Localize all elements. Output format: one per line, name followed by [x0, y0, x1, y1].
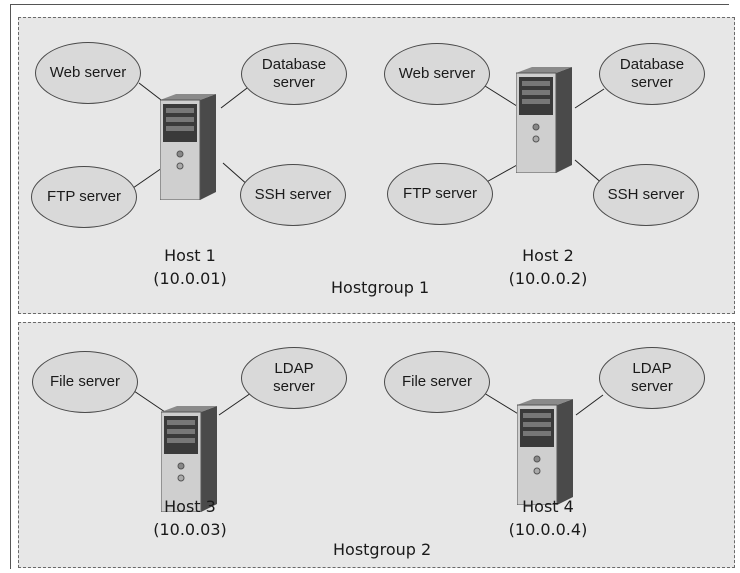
host4-ldap-server: LDAP server [599, 347, 705, 409]
host2-ip: (10.0.0.2) [508, 269, 588, 288]
host3-ldap-server: LDAP server [241, 347, 347, 409]
hostgroup-1-label: Hostgroup 1 [331, 278, 430, 297]
diagram-frame [10, 4, 729, 569]
host1-ip: (10.0.01) [153, 269, 227, 288]
host3-ip: (10.0.03) [153, 520, 227, 539]
host3-label: Host 3 (10.0.03) [130, 495, 250, 541]
host1-label: Host 1 (10.0.01) [130, 244, 250, 290]
host2-web-server: Web server [384, 43, 490, 105]
host1-ftp-server: FTP server [31, 166, 137, 228]
tower-server-icon [516, 67, 572, 173]
host3-name: Host 3 [164, 497, 216, 516]
host2-database-server: Database server [599, 43, 705, 105]
host1-web-server: Web server [35, 42, 141, 104]
host1-name: Host 1 [164, 246, 216, 265]
tower-server-icon [160, 94, 216, 200]
host1-database-server: Database server [241, 43, 347, 105]
host3-file-server: File server [32, 351, 138, 413]
host2-label: Host 2 (10.0.0.2) [488, 244, 608, 290]
host4-ip: (10.0.0.4) [508, 520, 588, 539]
host2-ssh-server: SSH server [593, 164, 699, 226]
hostgroup-2-label: Hostgroup 2 [333, 540, 432, 559]
host2-ftp-server: FTP server [387, 163, 493, 225]
tower-server-icon [517, 399, 573, 505]
tower-server-icon [161, 406, 217, 512]
host4-label: Host 4 (10.0.0.4) [488, 495, 608, 541]
host2-name: Host 2 [522, 246, 574, 265]
host4-file-server: File server [384, 351, 490, 413]
host4-name: Host 4 [522, 497, 574, 516]
host1-ssh-server: SSH server [240, 164, 346, 226]
